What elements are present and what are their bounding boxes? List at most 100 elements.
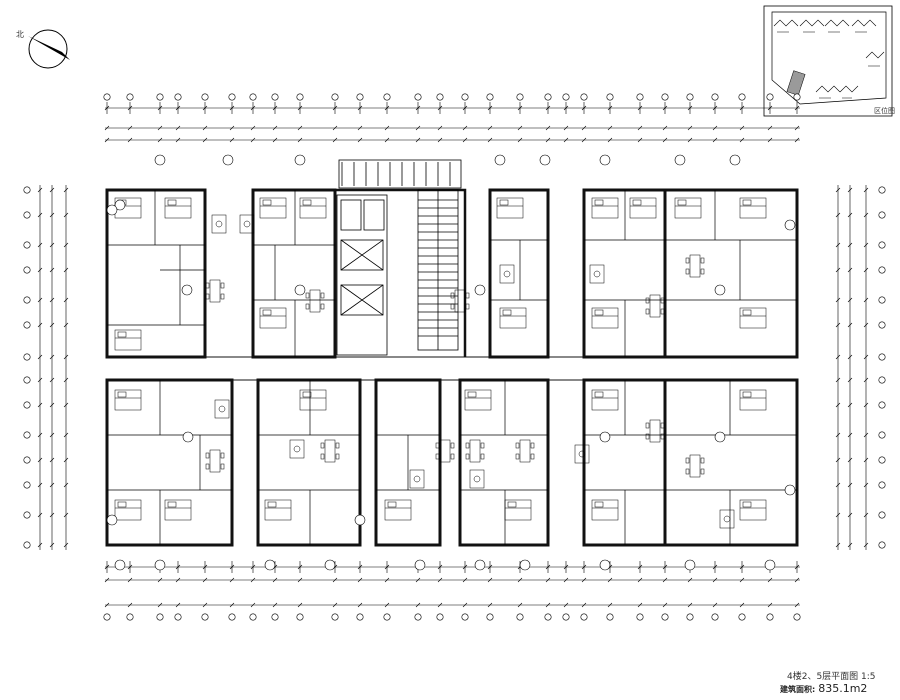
dimension-tick xyxy=(767,602,773,608)
bathroom-fixture-icon xyxy=(574,444,590,464)
axis-bubble xyxy=(580,93,588,101)
section-marker xyxy=(294,284,306,296)
section-marker xyxy=(494,154,506,166)
dimension-tick xyxy=(415,125,421,131)
dimension-tick xyxy=(63,542,69,548)
dimension-tick xyxy=(229,125,235,131)
pillow-icon xyxy=(742,391,752,398)
axis-bubble xyxy=(201,93,209,101)
dimension-tick xyxy=(49,267,55,273)
dimension-tick xyxy=(637,137,643,143)
dimension-tick xyxy=(847,267,853,273)
bed-icon xyxy=(674,197,702,219)
dimension-tick xyxy=(250,602,256,608)
section-marker xyxy=(154,154,166,166)
dimension-tick xyxy=(37,212,43,218)
axis-bubble xyxy=(878,186,886,194)
dimension-tick xyxy=(384,577,390,583)
section-marker xyxy=(519,559,531,571)
dimension-tick xyxy=(847,212,853,218)
axis-bubble xyxy=(486,93,494,101)
bed-icon xyxy=(739,389,767,411)
chair-icon xyxy=(480,442,485,449)
dimension-tick xyxy=(739,577,745,583)
pillow-icon xyxy=(387,501,397,508)
dimension-tick xyxy=(863,377,869,383)
dimension-tick xyxy=(49,457,55,463)
drawing-title: 4楼2、5层平面图 1:5 xyxy=(787,672,876,682)
dimension-tick xyxy=(712,602,718,608)
bed-icon xyxy=(114,499,142,521)
dimension-tick xyxy=(63,432,69,438)
dimension-tick xyxy=(863,512,869,518)
toilet-icon xyxy=(593,270,601,278)
section-marker xyxy=(294,154,306,166)
axis-bubble xyxy=(23,353,31,361)
dimension-tick xyxy=(835,212,841,218)
dimension-tick xyxy=(517,577,523,583)
dimension-tick xyxy=(272,137,278,143)
dimension-tick xyxy=(49,354,55,360)
dimension-tick xyxy=(835,402,841,408)
chair-icon xyxy=(450,453,455,460)
axis-bubble xyxy=(766,613,774,621)
table-icon xyxy=(209,449,221,473)
right-dimension-lines xyxy=(835,185,869,550)
axis-bubble xyxy=(878,376,886,384)
section-marker xyxy=(354,514,366,526)
axis-bubble xyxy=(23,186,31,194)
dimension-tick xyxy=(863,432,869,438)
chair-icon xyxy=(205,282,210,289)
dimension-tick xyxy=(739,137,745,143)
dimension-tick xyxy=(581,577,587,583)
axis-bubble xyxy=(103,93,111,101)
section-marker xyxy=(154,559,166,571)
dimension-tick xyxy=(835,267,841,273)
axis-bubble xyxy=(793,93,801,101)
dimension-tick xyxy=(437,577,443,583)
dimension-tick xyxy=(863,242,869,248)
chair-icon xyxy=(700,257,705,264)
dimension-tick xyxy=(63,354,69,360)
axis-bubble xyxy=(562,93,570,101)
chair-icon xyxy=(320,453,325,460)
axis-bubble xyxy=(486,613,494,621)
dimension-tick xyxy=(637,602,643,608)
dimension-tick xyxy=(863,297,869,303)
dimension-tick xyxy=(712,577,718,583)
dimension-tick xyxy=(272,125,278,131)
bed-icon xyxy=(591,499,619,521)
pillow-icon xyxy=(267,501,277,508)
pillow-icon xyxy=(742,309,752,316)
dimension-tick xyxy=(767,137,773,143)
dimension-tick xyxy=(545,577,551,583)
dimension-tick xyxy=(835,187,841,193)
dimension-tick xyxy=(835,482,841,488)
dimension-tick xyxy=(63,322,69,328)
chair-icon xyxy=(450,303,455,310)
chair-icon xyxy=(700,268,705,275)
axis-bubble xyxy=(606,613,614,621)
axis-bubble xyxy=(878,541,886,549)
dimension-tick xyxy=(175,125,181,131)
dimension-tick xyxy=(63,457,69,463)
axis-bubble xyxy=(686,613,694,621)
dimension-tick xyxy=(847,402,853,408)
axis-bubble xyxy=(23,321,31,329)
dimension-tick xyxy=(357,577,363,583)
dimension-tick xyxy=(384,602,390,608)
dimension-tick xyxy=(863,322,869,328)
dimension-tick xyxy=(49,542,55,548)
dimension-tick xyxy=(545,137,551,143)
dimension-tick xyxy=(563,137,569,143)
dimension-tick xyxy=(250,577,256,583)
area-summary: 建筑面积:835.1m2 xyxy=(780,682,867,695)
bed-icon xyxy=(299,389,327,411)
dimension-tick xyxy=(229,602,235,608)
axis-bubble xyxy=(711,93,719,101)
axis-bubble xyxy=(383,613,391,621)
dimension-tick xyxy=(332,577,338,583)
bathroom-fixture-icon xyxy=(214,399,230,419)
bed-icon xyxy=(299,197,327,219)
bed-icon xyxy=(739,499,767,521)
